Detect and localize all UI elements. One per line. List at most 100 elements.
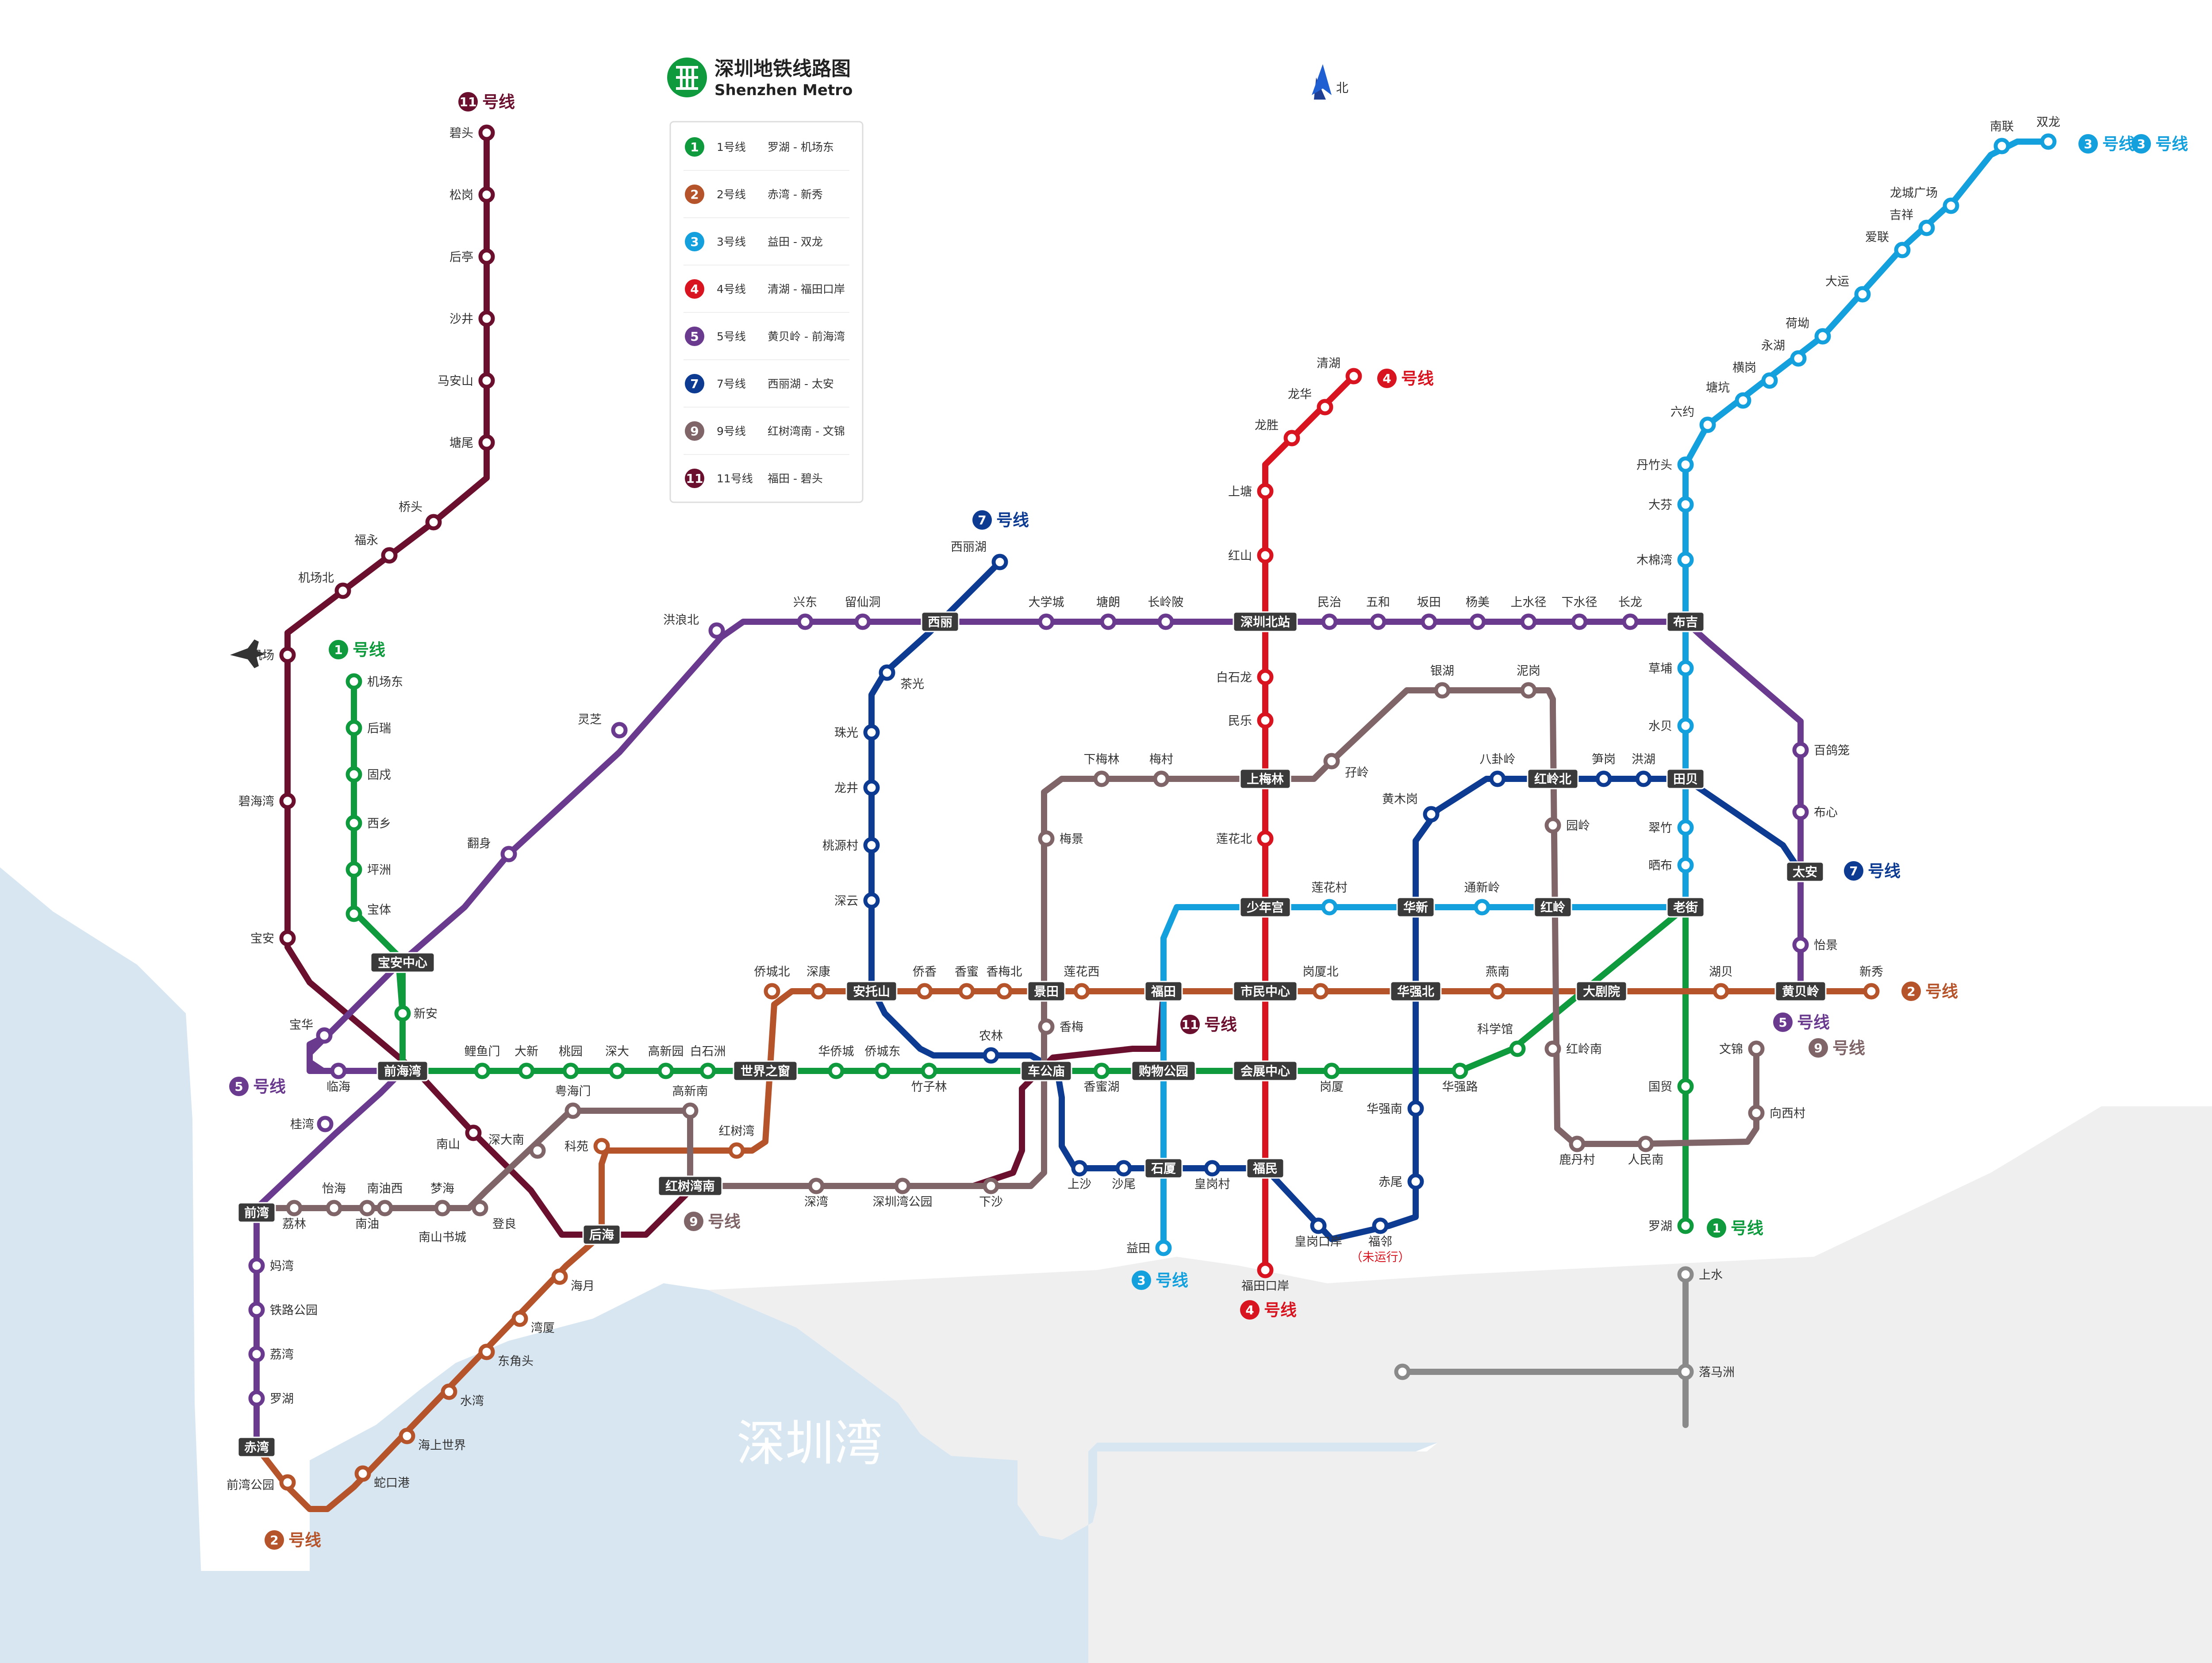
station-dot[interactable] — [1943, 197, 1959, 214]
station-dot[interactable] — [1257, 830, 1274, 847]
station-dot[interactable] — [425, 514, 442, 531]
interchange-station[interactable]: 西丽 — [921, 611, 960, 632]
station-dot[interactable] — [478, 434, 495, 451]
station-dot[interactable] — [1071, 1160, 1088, 1177]
station-dot[interactable] — [359, 1200, 376, 1216]
station-dot[interactable] — [248, 1301, 265, 1318]
station-dot[interactable] — [565, 1102, 581, 1119]
station-dot[interactable] — [399, 1428, 415, 1444]
station-dot[interactable] — [279, 647, 296, 663]
station-dot[interactable] — [279, 930, 296, 947]
interchange-station[interactable]: 少年宫 — [1239, 897, 1291, 918]
interchange-station[interactable]: 车公庙 — [1020, 1060, 1072, 1082]
station-dot[interactable] — [1372, 1217, 1389, 1234]
station-dot[interactable] — [1345, 368, 1362, 385]
station-dot[interactable] — [346, 905, 362, 922]
station-dot[interactable] — [996, 983, 1013, 1000]
station-dot[interactable] — [593, 1138, 610, 1155]
station-dot[interactable] — [1115, 1160, 1132, 1177]
interchange-station[interactable]: 宝安中心 — [370, 952, 435, 973]
station-dot[interactable] — [1452, 1062, 1468, 1079]
station-dot[interactable] — [1713, 983, 1729, 1000]
station-dot[interactable] — [1421, 613, 1437, 630]
station-dot[interactable] — [1038, 613, 1055, 630]
station-dot[interactable] — [279, 1474, 296, 1491]
station-dot[interactable] — [1792, 742, 1809, 758]
interchange-station[interactable]: 上梅林 — [1239, 768, 1291, 789]
station-dot[interactable] — [1100, 613, 1117, 630]
interchange-station[interactable]: 景田 — [1027, 981, 1066, 1002]
station-dot[interactable] — [441, 1383, 457, 1400]
station-dot[interactable] — [1317, 399, 1333, 416]
station-dot[interactable] — [1155, 1240, 1172, 1256]
station-dot[interactable] — [317, 1116, 334, 1132]
station-dot[interactable] — [1918, 219, 1935, 236]
station-dot[interactable] — [682, 1102, 699, 1119]
station-dot[interactable] — [394, 1005, 411, 1022]
station-dot[interactable] — [1993, 138, 2010, 154]
interchange-station[interactable]: 红岭 — [1533, 897, 1572, 918]
interchange-station[interactable]: 前湾 — [237, 1202, 276, 1223]
station-dot[interactable] — [1469, 613, 1486, 630]
station-dot[interactable] — [894, 1178, 911, 1194]
interchange-station[interactable]: 华强北 — [1390, 981, 1442, 1002]
station-dot[interactable] — [921, 1062, 937, 1079]
station-dot[interactable] — [916, 983, 933, 1000]
station-dot[interactable] — [1157, 613, 1174, 630]
station-dot[interactable] — [1038, 830, 1055, 847]
station-dot[interactable] — [1544, 817, 1561, 834]
station-dot[interactable] — [326, 1200, 342, 1216]
station-dot[interactable] — [983, 1047, 999, 1064]
station-dot[interactable] — [1310, 1217, 1327, 1234]
station-dot[interactable] — [1321, 899, 1338, 916]
station-dot[interactable] — [500, 846, 517, 862]
station-dot[interactable] — [518, 1062, 535, 1079]
station-dot[interactable] — [286, 1200, 303, 1216]
interchange-station[interactable]: 前海湾 — [376, 1060, 429, 1082]
station-dot[interactable] — [248, 1346, 265, 1363]
interchange-station[interactable]: 福田 — [1144, 981, 1183, 1002]
station-dot[interactable] — [279, 793, 296, 809]
station-dot[interactable] — [1677, 456, 1694, 473]
station-dot[interactable] — [810, 983, 827, 1000]
interchange-station[interactable]: 红岭北 — [1527, 768, 1579, 789]
station-dot[interactable] — [376, 1200, 393, 1216]
station-dot[interactable] — [472, 1200, 488, 1216]
station-dot[interactable] — [863, 837, 880, 854]
station-dot[interactable] — [657, 1062, 674, 1079]
station-dot[interactable] — [1093, 770, 1110, 787]
station-dot[interactable] — [1257, 547, 1274, 564]
station-dot[interactable] — [828, 1062, 845, 1079]
interchange-station[interactable]: 安托山 — [845, 981, 898, 1002]
station-dot[interactable] — [1489, 770, 1506, 787]
station-dot[interactable] — [248, 1390, 265, 1407]
station-dot[interactable] — [611, 722, 628, 739]
station-dot[interactable] — [465, 1124, 482, 1141]
station-dot[interactable] — [1312, 983, 1329, 1000]
station-dot[interactable] — [334, 582, 351, 599]
station-dot[interactable] — [863, 892, 880, 909]
station-dot[interactable] — [346, 815, 362, 832]
station-dot[interactable] — [330, 1062, 347, 1079]
station-dot[interactable] — [562, 1062, 579, 1079]
station-dot[interactable] — [1790, 350, 1807, 367]
station-dot[interactable] — [1748, 1040, 1765, 1057]
station-dot[interactable] — [1394, 1363, 1411, 1380]
station-dot[interactable] — [1677, 717, 1694, 734]
station-dot[interactable] — [1863, 983, 1880, 1000]
station-dot[interactable] — [874, 1062, 891, 1079]
station-dot[interactable] — [1761, 372, 1778, 389]
station-dot[interactable] — [511, 1310, 528, 1327]
station-dot[interactable] — [1407, 1100, 1424, 1117]
station-dot[interactable] — [551, 1268, 568, 1285]
interchange-station[interactable]: 布吉 — [1666, 611, 1705, 632]
station-dot[interactable] — [1153, 770, 1170, 787]
station-dot[interactable] — [1434, 682, 1451, 699]
station-dot[interactable] — [991, 554, 1008, 570]
station-dot[interactable] — [478, 310, 495, 327]
station-dot[interactable] — [983, 1178, 999, 1194]
station-dot[interactable] — [1569, 1136, 1586, 1152]
station-dot[interactable] — [248, 1257, 265, 1274]
station-dot[interactable] — [1204, 1160, 1221, 1177]
station-dot[interactable] — [1038, 1018, 1055, 1035]
